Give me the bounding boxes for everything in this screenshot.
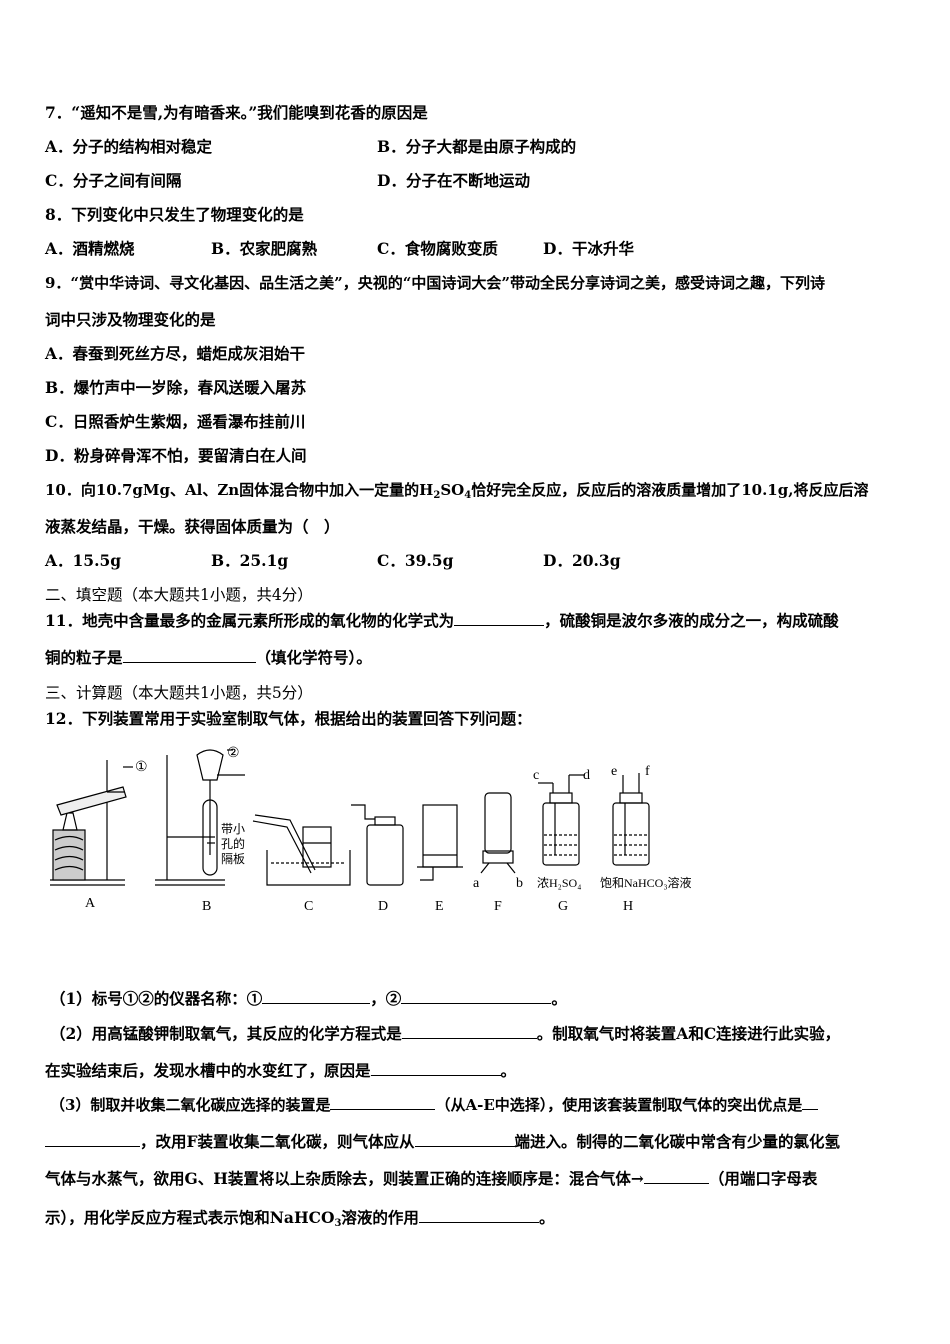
q12-sub3-line3: 气体与水蒸气，欲用G、H装置将以上杂质除去，则装置正确的连接顺序是：混合气体→（… xyxy=(45,1169,818,1188)
apparatus-h xyxy=(612,773,650,866)
label-g: G xyxy=(558,899,568,914)
q12-blank-6a[interactable] xyxy=(802,1095,819,1110)
q9-option-d: D．粉身碎骨浑不怕，要留清白在人间 xyxy=(45,446,307,465)
q11-line1: 11．地壳中含量最多的金属元素所形成的氧化物的化学式为，硫酸铜是波尔多液的成分之… xyxy=(45,611,839,630)
mark-1: ① xyxy=(135,760,148,775)
q12-blank-3[interactable] xyxy=(401,1024,537,1039)
q7-option-b: B．分子大都是由原子构成的 xyxy=(377,137,577,156)
apparatus-c xyxy=(252,814,351,886)
mark-b: b xyxy=(516,876,523,891)
q7-stem: 7．“遥知不是雪,为有暗香来。”我们能嗅到花香的原因是 xyxy=(45,103,428,122)
q12-blank-5[interactable] xyxy=(330,1095,436,1110)
apparatus-d xyxy=(351,804,404,886)
mark-2: ② xyxy=(227,746,240,761)
q7-option-a: A．分子的结构相对稳定 xyxy=(45,137,213,156)
q9-stem-line2: 词中只涉及物理变化的是 xyxy=(45,310,216,329)
section-2-heading: 二、填空题（本大题共1小题，共4分） xyxy=(45,586,313,604)
b-note-1: 带小 xyxy=(221,822,245,836)
mark-d: d xyxy=(583,768,590,783)
label-a: A xyxy=(85,896,96,911)
q8-option-d: D．干冰升华 xyxy=(543,239,634,258)
mark-c: c xyxy=(533,768,539,783)
mark-a: a xyxy=(473,876,480,891)
b-note-2: 孔的 xyxy=(221,836,245,851)
q12-blank-6b[interactable] xyxy=(45,1132,140,1147)
q10-option-a: A．15.5g xyxy=(45,551,122,570)
g-note: 浓H₂SO₄ xyxy=(537,876,581,890)
q12-sub3-line1: （3）制取并收集二氧化碳应选择的装置是（从A-E中选择），使用该套装置制取气体的… xyxy=(50,1095,819,1115)
q8-option-b: B．农家肥腐熟 xyxy=(211,239,318,258)
b-note-3: 隔板 xyxy=(221,852,245,866)
apparatus-e xyxy=(417,804,463,881)
q12-blank-2[interactable] xyxy=(401,989,552,1004)
q8-option-c: C．食物腐败变质 xyxy=(377,239,498,258)
q10-option-d: D．20.3g xyxy=(543,551,621,570)
label-e: E xyxy=(435,899,444,914)
q12-stem: 12．下列装置常用于实验室制取气体，根据给出的装置回答下列问题： xyxy=(45,709,532,728)
q12-blank-1[interactable] xyxy=(262,989,371,1004)
q11-blank-2[interactable] xyxy=(122,648,256,663)
q8-stem: 8．下列变化中只发生了物理变化的是 xyxy=(45,205,304,224)
apparatus-g xyxy=(538,774,585,866)
q7-option-d: D．分子在不断地运动 xyxy=(377,171,530,190)
mark-f: f xyxy=(645,764,650,779)
q9-option-a: A．春蚕到死丝方尽，蜡炬成灰泪始干 xyxy=(45,344,306,363)
q12-blank-8[interactable] xyxy=(643,1169,709,1184)
q12-blank-7[interactable] xyxy=(414,1132,515,1147)
label-d: D xyxy=(378,899,388,914)
h-note: 饱和NaHCO₃溶液 xyxy=(600,875,692,890)
q9-stem-line1: 9．“赏中华诗词、寻文化基因、品生活之美”，央视的“中国诗词大会”带动全民分享诗… xyxy=(45,274,825,292)
mark-e: e xyxy=(611,764,617,779)
q12-sub3-line4: 示），用化学反应方程式表示饱和NaHCO3溶液的作用。 xyxy=(45,1208,555,1229)
q12-sub2-line1: （2）用高锰酸钾制取氧气，其反应的化学方程式是。制取氧气时将装置A和C连接进行此… xyxy=(50,1024,841,1043)
apparatus-b xyxy=(155,749,245,886)
apparatus-a xyxy=(50,760,133,886)
q12-blank-9[interactable] xyxy=(418,1208,539,1223)
label-b: B xyxy=(202,899,211,914)
section-3-heading: 三、计算题（本大题共1小题，共5分） xyxy=(45,684,313,702)
label-h: H xyxy=(623,899,633,914)
q8-option-a: A．酒精燃烧 xyxy=(45,239,135,258)
q9-option-c: C．日照香炉生紫烟，遥看瀑布挂前川 xyxy=(45,412,306,431)
q10-stem-line1: 10．向10.7gMg、Al、Zn固体混合物中加入一定量的H2SO4恰好完全反应… xyxy=(45,481,869,501)
q12-sub2-line2: 在实验结束后，发现水槽中的水变红了，原因是。 xyxy=(45,1061,517,1080)
lab-apparatus-figure: ① ② 带小 孔的 隔板 c d e f a b 浓H₂SO₄ 饱和NaHCO₃… xyxy=(50,746,692,914)
q7-option-c: C．分子之间有间隔 xyxy=(45,171,182,190)
q12-sub3-line2: ，改用F装置收集二氧化碳，则气体应从端进入。制得的二氧化碳中常含有少量的氯化氢 xyxy=(45,1132,840,1152)
q12-sub1: （1）标号①②的仪器名称：①，②。 xyxy=(50,989,567,1008)
label-c: C xyxy=(304,899,313,914)
label-f: F xyxy=(494,899,502,914)
q11-line2: 铜的粒子是（填化学符号）。 xyxy=(45,648,372,667)
q10-option-b: B．25.1g xyxy=(211,551,289,570)
q9-option-b: B．爆竹声中一岁除，春风送暖入屠苏 xyxy=(45,378,307,397)
apparatus-f xyxy=(480,792,516,874)
q12-blank-4[interactable] xyxy=(370,1061,501,1076)
q11-blank-1[interactable] xyxy=(454,611,545,626)
q10-stem-line2: 液蒸发结晶，干燥。获得固体质量为（ ） xyxy=(45,517,340,536)
q10-option-c: C．39.5g xyxy=(377,551,454,570)
